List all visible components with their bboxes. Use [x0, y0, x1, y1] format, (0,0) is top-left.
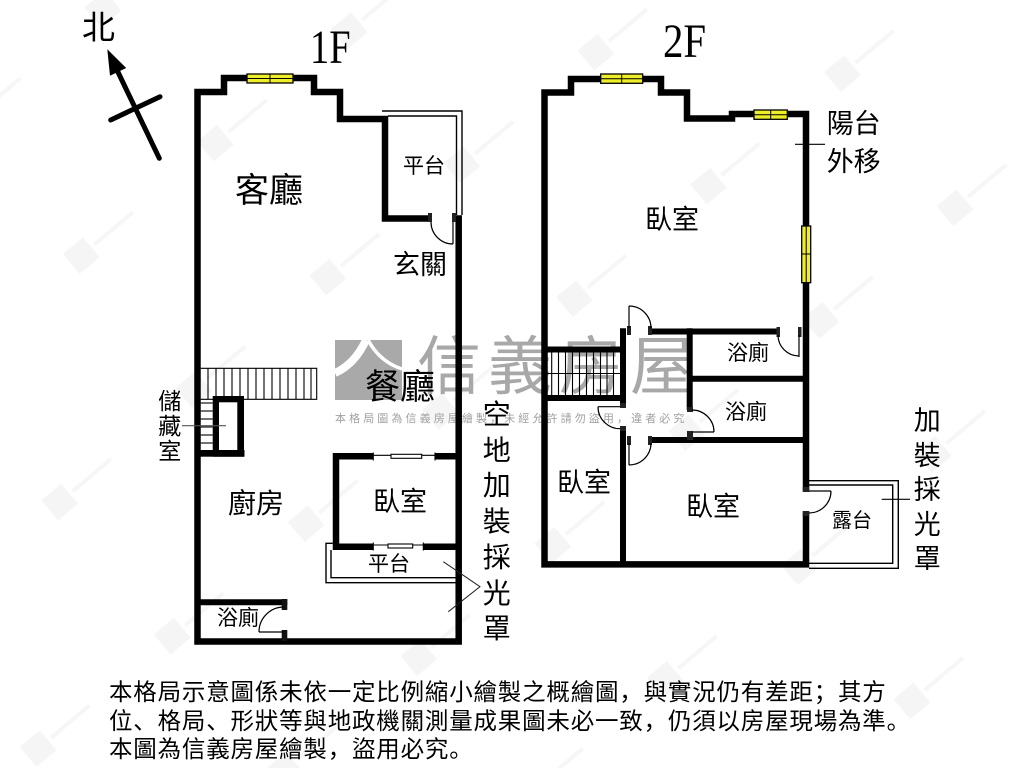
watermark-notice: 本格局圖為信義房屋繪製，未經允許請勿盜用，違者必究: [335, 412, 688, 425]
2f-door-bathroom-lower: [687, 407, 715, 440]
2f-window-east: [801, 225, 812, 284]
1f-window: [246, 73, 294, 84]
room-label-2f-bedroom-north: 臥室: [645, 204, 699, 236]
1f-staircase: [200, 367, 318, 444]
1f-bedroom-sliding-doors: [372, 452, 436, 551]
disclaimer-line: 本格局示意圖係未依一定比例縮小繪製之概繪圖，與實況仍有差距；其方: [109, 678, 887, 706]
2f-staircase: [547, 352, 620, 395]
annotation-2f-skylight: 加裝採光罩: [913, 406, 941, 575]
room-label-2f-bedroom-small: 臥室: [557, 467, 611, 499]
annotation-1f-skylight: 空地加裝採光罩: [482, 398, 511, 646]
1f-bathroom-walls: [197, 599, 288, 641]
1f-outer-wall: [194, 74, 462, 645]
room-label-platform-top: 平台: [403, 153, 445, 178]
floor-2f-plan: [541, 73, 910, 569]
1f-storage-box: [182, 396, 245, 457]
1f-bedroom-walls: [332, 453, 459, 550]
2f-door-bathroom-upper: [776, 327, 802, 357]
1f-entrance-door: [428, 213, 456, 245]
floor-1f-plan: [182, 73, 481, 645]
1f-platform-bottom-outline: [325, 542, 456, 584]
2f-door-south-bedroom: [627, 436, 652, 466]
compass-north-arrow-icon: [107, 49, 163, 161]
room-label-2f-bedroom-south: 臥室: [686, 491, 740, 523]
2f-door-north-bedroom: [627, 305, 652, 335]
disclaimer-line: 位、格局、形狀等與地政機關測量成果圖未必一致，仍須以房屋現場為準。: [109, 706, 911, 735]
room-label-entrance: 玄關: [393, 249, 447, 281]
room-label-1f-bathroom: 浴廁: [217, 605, 259, 630]
2f-terrace-outline: [809, 480, 899, 569]
room-label-2f-bathroom-lower: 浴廁: [725, 399, 767, 424]
room-label-kitchen: 廚房: [227, 487, 284, 520]
room-label-1f-bedroom: 臥室: [373, 486, 427, 518]
2f-outer-wall: [541, 75, 810, 568]
2f-window-northeast: [753, 109, 788, 120]
floor-2f-title: 2F: [663, 15, 707, 68]
disclaimer-line: 本圖為信義房屋繪製，盜用必究。: [109, 735, 474, 763]
logo-person-icon: [333, 338, 403, 377]
room-label-2f-terrace: 露台: [832, 508, 872, 532]
room-label-platform-bottom: 平台: [368, 551, 410, 576]
floor-1f-title: 1F: [310, 21, 351, 74]
2f-door-small-bedroom: [597, 403, 626, 431]
1f-platform-top-outline: [382, 110, 463, 215]
room-label-2f-bathroom-upper: 浴廁: [727, 340, 769, 365]
disclaimer: 本格局示意圖係未依一定比例縮小繪製之概繪圖，與實況仍有差距；其方 位、格局、形狀…: [109, 678, 911, 764]
annotation-2f-balcony-moved: 陽台外移: [826, 108, 881, 178]
2f-window-north: [600, 73, 644, 84]
1f-skylight-leader-line: [443, 561, 481, 613]
2f-door-terrace: [802, 487, 832, 516]
room-label-storage-room: 儲藏室: [158, 389, 182, 465]
room-label-living-room: 客廳: [235, 171, 303, 211]
north-label: 北: [82, 8, 115, 47]
watermark-logo: [333, 338, 403, 400]
2f-interior-walls: [544, 328, 806, 565]
room-label-dining-room: 餐廳: [364, 367, 435, 408]
